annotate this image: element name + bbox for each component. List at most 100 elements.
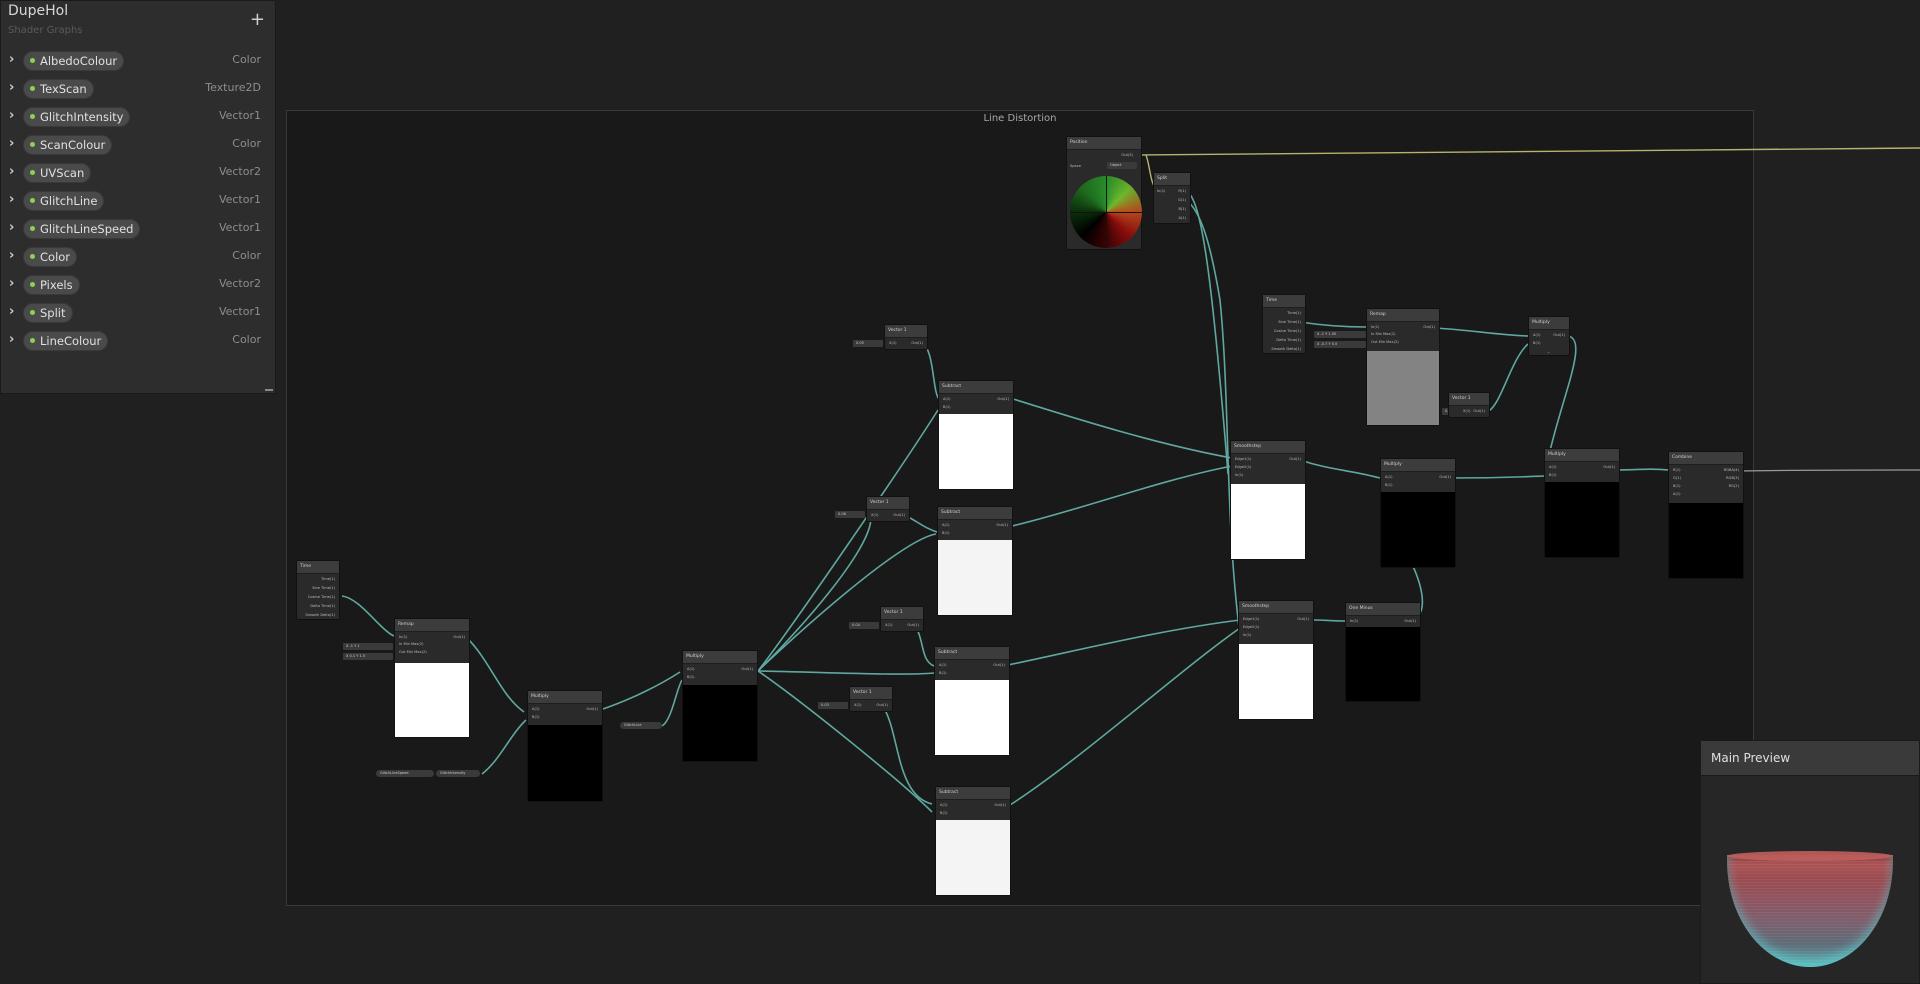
vector1-node-e[interactable]: Vector 1 X(1)Out(1) — [1448, 392, 1490, 418]
multiply-node-3[interactable]: Multiply A(1) B(1) Out(1) ⌄ — [1528, 316, 1570, 356]
port-in[interactable]: In(1) — [1157, 189, 1166, 193]
port-delta-time[interactable]: Delta Time(1) — [1276, 338, 1301, 342]
chevron-right-icon[interactable]: › — [9, 248, 15, 263]
subtract-node-4[interactable]: Subtract A(1) B(1) Out(1) — [935, 786, 1011, 896]
port-b[interactable]: B(1) — [943, 405, 951, 409]
property-pill[interactable]: GlitchLineSpeed — [23, 219, 141, 239]
port-b[interactable]: B(1) — [687, 675, 695, 679]
port-cosine-time[interactable]: Cosine Time(1) — [1273, 329, 1301, 333]
one-minus-node[interactable]: One Minus In(1) Out(1) — [1345, 602, 1421, 702]
vector1-value-input[interactable]: 0.06 — [835, 511, 865, 518]
port-out[interactable]: Out(1) — [586, 707, 598, 711]
resize-handle[interactable] — [265, 389, 273, 391]
port-out[interactable]: Out(1) — [1289, 457, 1301, 461]
port-in[interactable]: In(1) — [1371, 325, 1380, 329]
port-cosine-time[interactable]: Cosine Time(1) — [307, 595, 335, 599]
add-property-button[interactable]: + — [249, 9, 265, 30]
port-g[interactable]: G(1) — [1178, 198, 1186, 202]
remap-out-min-max[interactable]: X 0.1 Y 1.5 — [343, 653, 393, 660]
port-x[interactable]: X(1) — [854, 703, 862, 707]
port-out[interactable]: Out(1) — [1553, 333, 1565, 337]
port-out[interactable]: Out(1) — [741, 667, 753, 671]
port-rgb[interactable]: RGB(3) — [1726, 476, 1739, 480]
port-time[interactable]: Time(1) — [1287, 311, 1301, 315]
space-dropdown[interactable]: Object — [1107, 162, 1137, 169]
port-g[interactable]: G(1) — [1673, 476, 1681, 480]
port-b[interactable]: B(1) — [532, 715, 540, 719]
vector1-node-d[interactable]: Vector 1 X(1)Out(1) — [849, 686, 893, 712]
subtract-node-2[interactable]: Subtract A(1) B(1) Out(1) — [937, 506, 1013, 616]
port-out[interactable]: Out(1) — [893, 513, 905, 517]
vector1-node-b[interactable]: Vector 1 X(1)Out(1) — [866, 496, 910, 522]
property-pill[interactable]: GlitchLine — [23, 191, 105, 211]
property-pill[interactable]: TexScan — [23, 79, 94, 99]
property-pill[interactable]: Color — [23, 247, 78, 267]
port-b[interactable]: B(1) — [942, 531, 950, 535]
port-out[interactable]: Out(1) — [453, 635, 465, 639]
port-x[interactable]: X(1) — [889, 341, 897, 345]
port-rg[interactable]: RG(2) — [1728, 484, 1739, 488]
vector1-node-a[interactable]: Vector 1 X(1)Out(1) — [884, 324, 928, 350]
port-out[interactable]: Out(1) — [1404, 619, 1416, 623]
chevron-down-icon[interactable]: ⌄ — [1547, 350, 1551, 354]
port-sine-time[interactable]: Sine Time(1) — [312, 586, 335, 590]
port-out[interactable]: Out(1) — [1603, 465, 1615, 469]
subtract-node-3[interactable]: Subtract A(1) B(1) Out(1) — [934, 646, 1010, 756]
port-smooth-delta[interactable]: Smooth Delta(1) — [1271, 347, 1301, 351]
port-out[interactable]: Out(1) — [997, 397, 1009, 401]
port-a[interactable]: A(1) — [943, 397, 951, 401]
port-a[interactable]: A(1) — [1385, 475, 1393, 479]
subtract-node-1[interactable]: Subtract A(1) B(1) Out(1) — [938, 380, 1014, 490]
port-b[interactable]: B(1) — [1178, 207, 1186, 211]
port-out[interactable]: Out(1) — [876, 703, 888, 707]
smoothstep-node-2[interactable]: Smoothstep Edge1(1) Edge2(1) In(1) Out(1… — [1238, 600, 1314, 720]
port-out[interactable]: Out(1) — [1439, 475, 1451, 479]
glitch-line-property[interactable]: GlitchLine — [620, 722, 662, 729]
port-r[interactable]: R(1) — [1673, 468, 1681, 472]
port-edge2[interactable]: Edge2(1) — [1235, 465, 1252, 469]
chevron-right-icon[interactable]: › — [9, 136, 15, 151]
smoothstep-node-1[interactable]: Smoothstep Edge1(1) Edge2(1) In(1) Out(1… — [1230, 440, 1306, 560]
port-b[interactable]: B(1) — [940, 811, 948, 815]
property-pill[interactable]: LineColour — [23, 331, 109, 351]
remap-node-left[interactable]: Remap In(1) In Min Max(2) Out Min Max(2)… — [394, 618, 470, 738]
port-b[interactable]: B(1) — [1673, 484, 1681, 488]
property-pill[interactable]: UVScan — [23, 163, 92, 183]
port-delta-time[interactable]: Delta Time(1) — [310, 604, 335, 608]
port-b[interactable]: B(1) — [1549, 473, 1557, 477]
vector1-value-input[interactable]: 0.05 — [853, 340, 883, 347]
remap-in-min-max[interactable]: X -1 Y 1.05 — [1314, 331, 1366, 338]
port-out[interactable]: Out(1) — [996, 523, 1008, 527]
port-r[interactable]: R(1) — [1178, 189, 1186, 193]
remap-in-min-max[interactable]: X -1 Y 1 — [343, 643, 393, 650]
port-sine-time[interactable]: Sine Time(1) — [1278, 320, 1301, 324]
port-out[interactable]: Out(1) — [907, 623, 919, 627]
chevron-right-icon[interactable]: › — [9, 164, 15, 179]
multiply-node-5[interactable]: Multiply A(1) B(1) Out(1) — [1544, 448, 1620, 558]
port-out-min-max[interactable]: Out Min Max(2) — [1371, 340, 1399, 344]
port-out[interactable]: Out(1) — [993, 663, 1005, 667]
chevron-right-icon[interactable]: › — [9, 332, 15, 347]
chevron-right-icon[interactable]: › — [9, 276, 15, 291]
port-edge1[interactable]: Edge1(1) — [1243, 617, 1260, 621]
port-a[interactable]: A(1) — [1533, 333, 1541, 337]
port-edge1[interactable]: Edge1(1) — [1235, 457, 1252, 461]
port-a[interactable]: A(1) — [942, 523, 950, 527]
property-pill[interactable]: ScanColour — [23, 135, 113, 155]
port-smooth-delta[interactable]: Smooth Delta(1) — [305, 613, 335, 617]
port-in[interactable]: In(1) — [1350, 619, 1359, 623]
port-in-min-max[interactable]: In Min Max(2) — [1371, 332, 1396, 336]
port-a[interactable]: A(1) — [940, 803, 948, 807]
port-a[interactable]: A(1) — [1178, 216, 1186, 220]
vector1-node-c[interactable]: Vector 1 X(1)Out(1) — [880, 606, 924, 632]
port-b[interactable]: B(1) — [939, 671, 947, 675]
